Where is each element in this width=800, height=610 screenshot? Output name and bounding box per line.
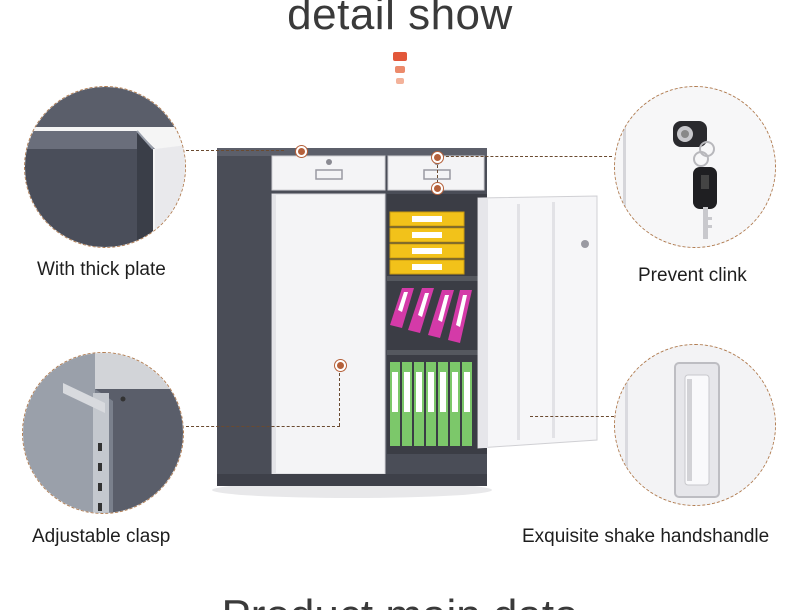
adjustable-clasp-closeup bbox=[23, 353, 183, 513]
callout-thick-plate bbox=[24, 86, 186, 248]
caption-handle: Exquisite shake handshandle bbox=[522, 526, 770, 547]
callout-adjustable-clasp bbox=[22, 352, 184, 514]
marker-dot-top-left bbox=[296, 146, 307, 157]
accent-bar-3 bbox=[396, 78, 404, 84]
yellow-binders bbox=[389, 211, 465, 275]
cabinet-illustration bbox=[212, 148, 598, 498]
leader-vertical-left bbox=[339, 368, 340, 426]
green-binders bbox=[390, 362, 472, 446]
handle-closeup bbox=[615, 345, 775, 505]
caption-thick-plate: With thick plate bbox=[37, 259, 166, 280]
caption-adjustable-clasp: Adjustable clasp bbox=[32, 526, 171, 547]
marker-dot-top-center bbox=[432, 152, 443, 163]
pink-binders bbox=[390, 288, 472, 343]
accent-bar-2 bbox=[395, 66, 405, 73]
leader-top-right bbox=[441, 156, 612, 157]
leader-top-left bbox=[186, 150, 284, 151]
marker-dot-left-door bbox=[335, 360, 346, 371]
page-title: detail show bbox=[287, 0, 513, 39]
caption-prevent-clink: Prevent clink bbox=[638, 265, 747, 286]
marker-dot-center bbox=[432, 183, 443, 194]
leader-bottom-left bbox=[186, 426, 340, 427]
left-door bbox=[271, 193, 386, 475]
lock-and-key-closeup bbox=[615, 87, 775, 247]
callout-handle bbox=[614, 344, 776, 506]
product-main-data-heading: Product main data bbox=[0, 586, 800, 610]
callout-lock bbox=[614, 86, 776, 248]
accent-bar-1 bbox=[393, 52, 407, 61]
leader-bottom-right bbox=[530, 416, 614, 417]
thick-plate-closeup bbox=[25, 87, 185, 247]
leader-vertical-center bbox=[437, 160, 438, 188]
right-open-door bbox=[477, 195, 598, 449]
